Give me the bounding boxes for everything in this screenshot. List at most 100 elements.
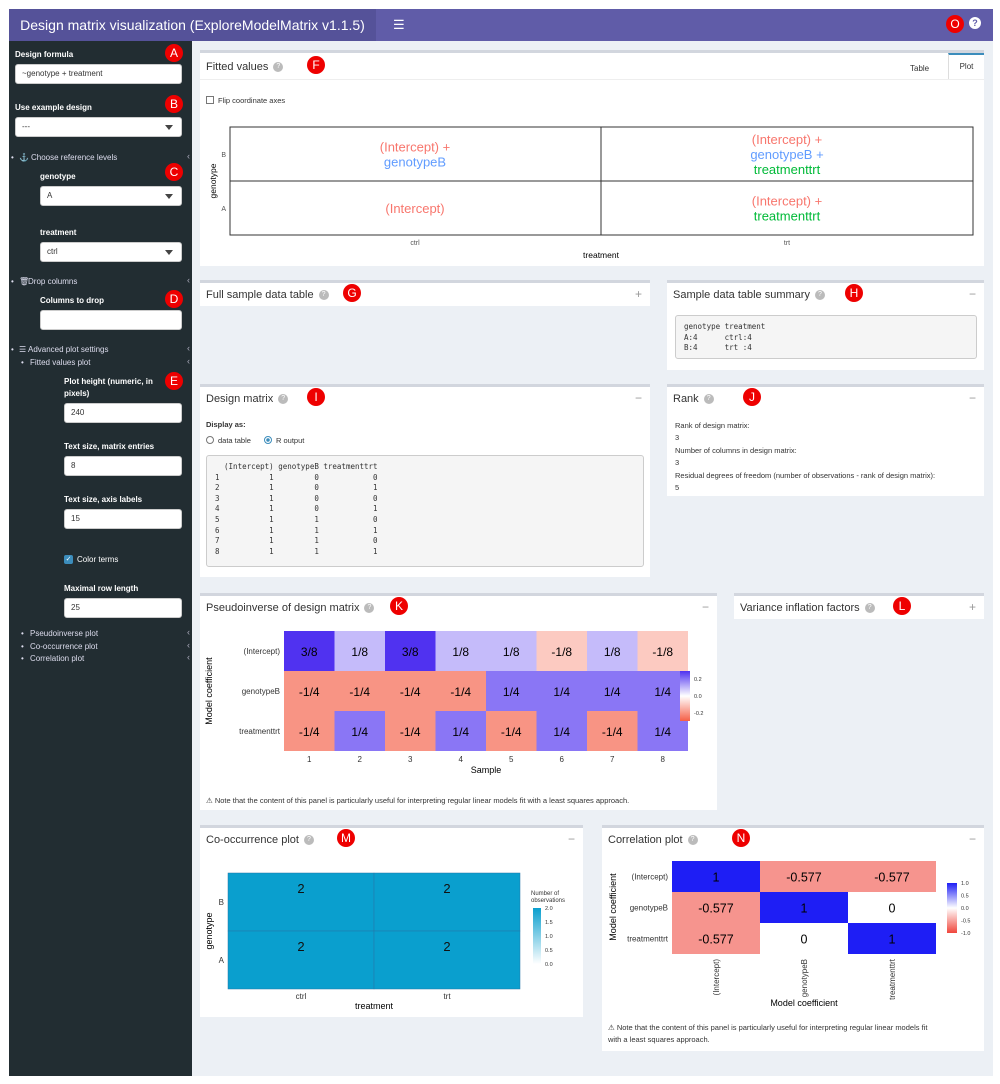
design-formula-input[interactable]: ~genotype + treatment: [15, 64, 182, 84]
question-icon[interactable]: ?: [814, 290, 825, 301]
collapse-icon[interactable]: −: [968, 832, 976, 846]
cell-term: genotypeB: [384, 155, 446, 170]
example-design-select[interactable]: ---: [15, 117, 182, 137]
heatmap-cell: [385, 671, 436, 711]
legend-tick: 0.5: [545, 948, 553, 954]
chevron-left-icon[interactable]: ‹: [187, 356, 190, 366]
caret-down-icon: [165, 250, 173, 255]
badge-o: O: [946, 15, 964, 33]
text-size-matrix-input[interactable]: 8: [64, 456, 182, 476]
vif-panel: Variance inflation factors? +: [734, 593, 984, 619]
legend-tick: 2.0: [545, 906, 553, 912]
full-sample-panel: Full sample data table? +: [200, 280, 650, 306]
radio-data-table[interactable]: [206, 436, 214, 444]
legend-bar: [533, 908, 541, 964]
collapse-icon[interactable]: −: [567, 832, 575, 846]
flip-axes-checkbox[interactable]: [206, 96, 214, 104]
expand-icon[interactable]: +: [968, 600, 976, 614]
collapse-icon[interactable]: −: [634, 391, 642, 405]
heatmap-cell: [435, 711, 486, 751]
cell-label: 1/4: [351, 725, 368, 739]
max-row-length-input[interactable]: 25: [64, 598, 182, 618]
ref-levels-toggle[interactable]: Choose reference levels: [31, 153, 118, 162]
x-tick-ctrl: ctrl: [410, 240, 420, 247]
heatmap-cell: [637, 711, 688, 751]
radio-r-output[interactable]: [264, 436, 272, 444]
question-icon[interactable]: ?: [687, 835, 698, 846]
heatmap-cell: [284, 631, 335, 671]
chevron-left-icon[interactable]: ‹: [187, 343, 190, 353]
design-matrix-output: (Intercept) genotypeB treatmenttrt 1 1 0…: [206, 455, 644, 567]
heatmap-cell: [587, 631, 638, 671]
columns-to-drop-input[interactable]: [40, 310, 182, 330]
x-axis-label: treatment: [355, 1001, 394, 1011]
chevron-left-icon[interactable]: ‹: [187, 151, 190, 161]
advanced-settings-toggle[interactable]: Advanced plot settings: [28, 345, 109, 354]
genotype-select[interactable]: A: [40, 186, 182, 206]
question-icon[interactable]: ?: [303, 835, 314, 846]
summary-panel: Sample data table summary? − genotype tr…: [667, 280, 984, 370]
question-icon[interactable]: ?: [364, 603, 375, 614]
cell-label: 0: [889, 902, 896, 916]
heatmap-cell: [760, 892, 848, 923]
x-tick-label: 6: [560, 755, 565, 764]
heatmap-cell: [373, 872, 521, 932]
collapse-icon[interactable]: −: [968, 391, 976, 405]
tab-plot[interactable]: Plot: [948, 53, 984, 80]
fitted-values-plot-toggle[interactable]: Fitted values plot: [30, 358, 91, 367]
badge-m: M: [337, 829, 355, 847]
cooccurrence-plot-toggle[interactable]: Co-occurrence plot: [30, 642, 98, 651]
bullet-icon: •: [11, 153, 14, 162]
y-tick-label: treatmenttrt: [239, 727, 281, 736]
x-tick-label: ctrl: [296, 992, 307, 1001]
cell-label: -1/4: [450, 685, 471, 699]
text-size-axis-input[interactable]: 15: [64, 509, 182, 529]
color-terms-checkbox[interactable]: ✓: [64, 555, 73, 564]
heatmap-cell: [672, 861, 760, 892]
correlation-plot-toggle[interactable]: Correlation plot: [30, 654, 85, 663]
legend-tick: 0.0: [694, 694, 702, 700]
treatment-select[interactable]: ctrl: [40, 242, 182, 262]
chevron-left-icon[interactable]: ‹: [187, 652, 190, 662]
plot-height-input[interactable]: 240: [64, 403, 182, 423]
chevron-left-icon[interactable]: ‹: [187, 275, 190, 285]
drop-columns-toggle[interactable]: Drop columns: [28, 277, 78, 286]
genotype-label: genotype: [40, 172, 76, 181]
badge-l: L: [893, 597, 911, 615]
tab-table[interactable]: Table: [910, 64, 930, 73]
question-icon[interactable]: ?: [278, 394, 289, 405]
heatmap-cell: [760, 923, 848, 954]
heatmap-cell: [284, 671, 335, 711]
radio-r-output-label: R output: [276, 436, 305, 445]
question-icon[interactable]: ?: [969, 17, 981, 29]
genotype-value: A: [47, 191, 53, 200]
x-tick-label: 8: [661, 755, 666, 764]
pseudoinverse-plot-toggle[interactable]: Pseudoinverse plot: [30, 629, 99, 638]
question-icon[interactable]: ?: [864, 603, 875, 614]
question-icon[interactable]: ?: [318, 290, 329, 301]
chevron-left-icon[interactable]: ‹: [187, 627, 190, 637]
heatmap-cell: [486, 631, 537, 671]
question-icon[interactable]: ?: [273, 62, 284, 73]
question-icon[interactable]: ?: [703, 394, 714, 405]
legend-tick: 1.0: [545, 934, 553, 940]
heatmap-cell: [672, 923, 760, 954]
y-tick-label: treatmenttrt: [627, 935, 669, 944]
heatmap-cell: [334, 671, 385, 711]
hamburger-icon[interactable]: ☰: [393, 17, 405, 32]
corr-note: ⚠ Note that the content of this panel is…: [608, 1023, 927, 1032]
chevron-left-icon[interactable]: ‹: [187, 640, 190, 650]
cell-term: treatmenttrt: [754, 162, 821, 177]
collapse-icon[interactable]: −: [701, 600, 709, 614]
legend-tick: 0.0: [545, 962, 553, 968]
heatmap-cell: [587, 671, 638, 711]
cell-label: 1: [801, 902, 808, 916]
y-tick-label: genotypeB: [630, 904, 668, 913]
expand-icon[interactable]: +: [634, 287, 642, 301]
cell-label: -1/4: [400, 685, 421, 699]
badge-f: F: [307, 56, 325, 74]
cell-a-trt: (Intercept) +treatmenttrt: [752, 194, 822, 224]
collapse-icon[interactable]: −: [968, 287, 976, 301]
cell-label: -1/4: [299, 725, 320, 739]
panel-title: Pseudoinverse of design matrix?: [206, 602, 375, 614]
